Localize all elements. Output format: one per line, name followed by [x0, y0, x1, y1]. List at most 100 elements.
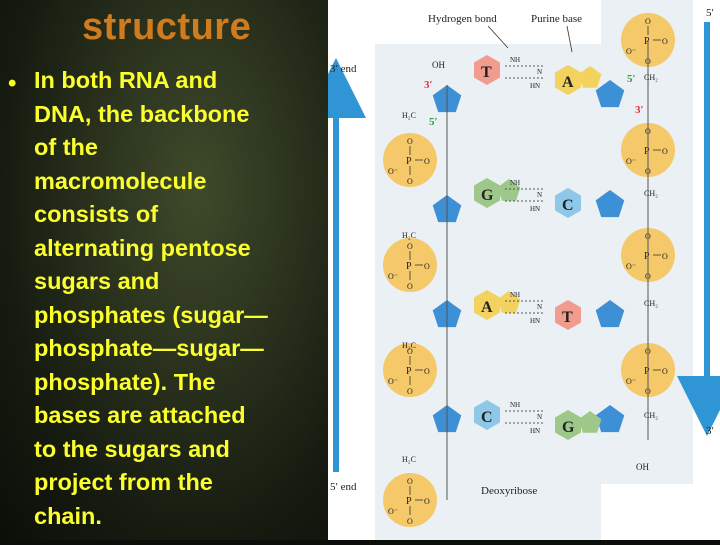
- deoxyribose-sugar: [595, 190, 625, 218]
- phosphate-o-label: O: [424, 157, 430, 166]
- label-5-prime-green-right: 5′: [627, 73, 636, 85]
- bullet-line: of the: [34, 134, 98, 160]
- deoxyribose-sugar: [595, 80, 625, 108]
- label-hn: HN: [530, 427, 540, 435]
- nitrogenous-base: [474, 290, 500, 320]
- phosphate-o-minus-label: O⁻: [388, 507, 398, 516]
- bullet-line: alternating pentose: [34, 234, 251, 261]
- label-hydrogen-bond: Hydrogen bond: [428, 13, 497, 25]
- pointer-hydrogen-bond: [487, 25, 509, 49]
- phosphate-o-label: O: [407, 282, 413, 291]
- bullet-line: chain.: [34, 502, 102, 529]
- phosphate-o-minus-label: O⁻: [626, 377, 636, 386]
- phosphate-group: [383, 133, 437, 187]
- label-3-end-left: 3′ end: [330, 63, 357, 75]
- label-nh: NH: [510, 401, 520, 409]
- phosphate-p-label: P: [644, 146, 650, 157]
- phosphate-group: [383, 473, 437, 527]
- phosphate-p-label: P: [644, 366, 650, 377]
- bullet-line: phosphate). The: [34, 368, 216, 395]
- base-letter-C: C: [481, 409, 493, 426]
- bullet-line: phosphate—sugar—: [34, 335, 264, 361]
- phosphate-o-minus-label: O⁻: [388, 272, 398, 281]
- label-hn: HN: [530, 82, 540, 90]
- label-oh-top: OH: [432, 60, 445, 70]
- bullet-line: DNA, the backbone: [34, 100, 250, 127]
- nitrogenous-base: [474, 400, 500, 430]
- nitrogenous-base: [555, 188, 581, 218]
- label-3-end-right: 3′: [706, 425, 714, 437]
- phosphate-p-label: P: [406, 261, 412, 272]
- label-nh: NH: [510, 291, 520, 299]
- label-oh-bottom: OH: [636, 462, 649, 472]
- phosphate-o-label: O: [424, 262, 430, 271]
- diagram-components: POOO⁻OPOOO⁻OPOOO⁻OPOOO⁻OPOOO⁻OPOOO⁻OPOOO…: [383, 13, 675, 527]
- bullet-line: In both RNA and: [34, 67, 218, 93]
- base-letter-G: G: [562, 419, 575, 436]
- nitrogenous-base: [474, 178, 500, 208]
- base-letter-T: T: [481, 64, 492, 81]
- phosphate-o-label: O: [407, 477, 413, 486]
- bullet-text: In both RNA and DNA, the backbone of the…: [34, 64, 320, 533]
- nitrogenous-base-ring: [578, 411, 602, 433]
- nitrogenous-base-ring: [497, 179, 521, 201]
- label-hn: HN: [530, 205, 540, 213]
- label-5-prime-green-left: 5′: [429, 116, 438, 128]
- phosphate-p-label: P: [406, 156, 412, 167]
- bullet-line: to the sugars and: [34, 435, 230, 462]
- label-ch2: CH₂: [644, 189, 658, 198]
- slide-title: structure: [82, 6, 252, 48]
- label-5-end-right: 5′: [706, 7, 714, 19]
- label-3-prime-red-right: 3′: [635, 104, 644, 116]
- nitrogenous-base-ring: [578, 66, 602, 88]
- phosphate-o-minus-label: O⁻: [388, 167, 398, 176]
- label-h2c: H₂C: [402, 455, 416, 464]
- base-letter-A: A: [562, 74, 574, 91]
- label-ch2: CH₂: [644, 299, 658, 308]
- phosphate-o-label: O: [407, 137, 413, 146]
- label-h2c: H₂C: [402, 231, 416, 240]
- label-purine-base: Purine base: [531, 13, 582, 25]
- phosphate-group: [383, 238, 437, 292]
- label-nh: NH: [510, 56, 520, 64]
- deoxyribose-sugar: [595, 300, 625, 328]
- label-deoxyribose: Deoxyribose: [481, 485, 537, 497]
- phosphate-o-label: O: [424, 367, 430, 376]
- phosphate-o-minus-label: O⁻: [626, 47, 636, 56]
- bullet-line: sugars and: [34, 268, 160, 294]
- phosphate-o-label: O: [662, 37, 668, 46]
- phosphate-o-label: O: [407, 387, 413, 396]
- phosphate-group: [383, 343, 437, 397]
- phosphate-p-label: P: [644, 251, 650, 262]
- phosphate-o-label: O: [662, 367, 668, 376]
- dna-diagram-panel: 3′ end 5′ end 5′ 3′ Hydrogen bond Purine…: [306, 0, 720, 540]
- bullet-line: project from the: [34, 469, 213, 495]
- base-letter-C: C: [562, 197, 574, 214]
- nitrogenous-base-ring: [497, 291, 521, 313]
- bullet-line: macromolecule: [34, 167, 207, 194]
- label-5-end-left: 5′ end: [330, 481, 357, 493]
- bullet-line: bases are attached: [34, 402, 246, 428]
- phosphate-o-label: O: [424, 497, 430, 506]
- nitrogenous-base: [555, 410, 581, 440]
- label-3-prime-red-left: 3′: [424, 79, 433, 91]
- phosphate-o-label: O: [662, 147, 668, 156]
- bullet-marker: •: [8, 70, 17, 97]
- phosphate-o-minus-label: O⁻: [626, 262, 636, 271]
- base-letter-T: T: [562, 309, 573, 326]
- label-ch2: CH₂: [644, 411, 658, 420]
- phosphate-o-label: O: [645, 17, 651, 26]
- phosphate-o-minus-label: O⁻: [388, 377, 398, 386]
- phosphate-p-label: P: [644, 36, 650, 47]
- phosphate-p-label: P: [406, 496, 412, 507]
- phosphate-o-minus-label: O⁻: [626, 157, 636, 166]
- label-n: N: [537, 68, 542, 76]
- base-letter-G: G: [481, 187, 494, 204]
- label-hn: HN: [530, 317, 540, 325]
- dna-structure-diagram: 3′ end 5′ end 5′ 3′ Hydrogen bond Purine…: [306, 0, 720, 540]
- label-n: N: [537, 191, 542, 199]
- nitrogenous-base: [555, 300, 581, 330]
- nitrogenous-base: [474, 55, 500, 85]
- deoxyribose-sugar: [595, 405, 625, 433]
- pointer-purine-base: [566, 25, 573, 53]
